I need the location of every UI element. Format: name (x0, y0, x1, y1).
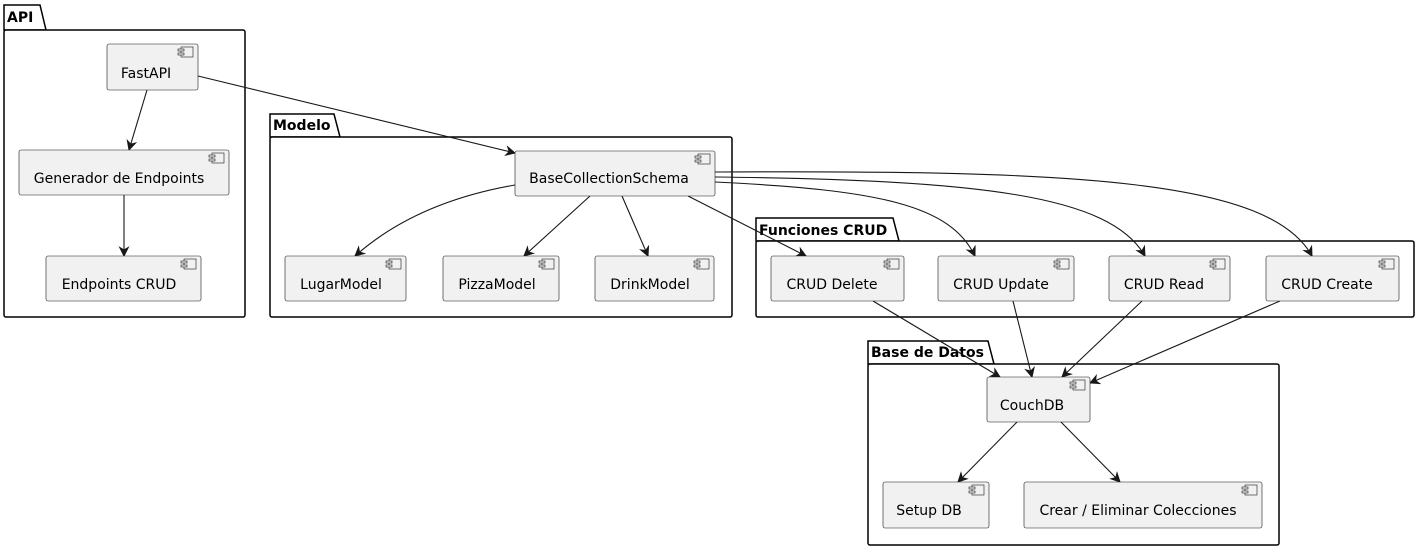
component-icon (385, 258, 402, 270)
component-basecollectionschema: BaseCollectionSchema (514, 150, 716, 197)
component-fastapi: FastAPI (106, 43, 199, 91)
component-icon (1241, 484, 1258, 496)
component-icon (1378, 258, 1395, 270)
edge-baseschema-crudcreate (714, 171, 1313, 257)
component-icon (1069, 379, 1086, 391)
edge-couchdb-crearcolecciones (1059, 420, 1121, 483)
component-couchdb: CouchDB (986, 376, 1091, 423)
component-crud-update: CRUD Update (937, 255, 1075, 302)
package-label-api: API (7, 10, 33, 26)
edge-couchdb-setupdb (957, 420, 1019, 483)
package-funciones-crud: Funciones CRUD (755, 217, 1415, 318)
component-icon (177, 46, 194, 58)
component-icon (694, 153, 711, 165)
component-label-crud-read: CRUD Read (1124, 277, 1204, 293)
package-label-crud: Funciones CRUD (759, 223, 887, 239)
component-setup-db: Setup DB (882, 481, 990, 529)
package-label-db: Base de Datos (871, 345, 984, 361)
edge-baseschema-cruddelete (687, 195, 807, 257)
component-label-pizza: PizzaModel (458, 277, 535, 293)
component-label-crud-delete: CRUD Delete (787, 277, 878, 293)
component-label-endpoints-crud: Endpoints CRUD (62, 277, 177, 293)
component-label-crud-update: CRUD Update (953, 277, 1049, 293)
edge-baseschema-crudupdate (714, 181, 976, 257)
component-label-drink: DrinkModel (610, 277, 689, 293)
component-crud-create: CRUD Create (1265, 255, 1400, 302)
component-icon (693, 258, 710, 270)
edge-baseschema-crudread (714, 176, 1146, 257)
component-icon (180, 258, 197, 270)
edge-fastapi-generador (126, 89, 148, 152)
package-label-modelo: Modelo (273, 118, 331, 134)
component-label-crear-eliminar: Crear / Eliminar Colecciones (1039, 503, 1236, 519)
component-label-crud-create: CRUD Create (1281, 277, 1373, 293)
component-label-setup-db: Setup DB (896, 503, 962, 519)
component-endpoints-crud: Endpoints CRUD (45, 255, 202, 302)
edge-crudread-couchdb (1061, 300, 1143, 378)
component-crear-eliminar-colecciones: Crear / Eliminar Colecciones (1023, 481, 1263, 529)
component-icon (968, 484, 985, 496)
component-pizzamodel: PizzaModel (442, 255, 560, 302)
component-label-generador: Generador de Endpoints (34, 171, 205, 187)
edge-cruddelete-couchdb (872, 300, 1001, 378)
component-icon (208, 152, 225, 164)
edge-baseschema-lugar (354, 184, 516, 257)
edge-crudupdate-couchdb (1012, 300, 1035, 379)
component-generador-de-endpoints: Generador de Endpoints (18, 149, 230, 196)
component-lugarmodel: LugarModel (284, 255, 407, 302)
component-label-base-schema: BaseCollectionSchema (529, 171, 689, 187)
edges-layer (118, 75, 1313, 483)
component-label-couchdb: CouchDB (1000, 398, 1064, 414)
component-icon (1209, 258, 1226, 270)
component-icon (538, 258, 555, 270)
component-icon (1053, 258, 1070, 270)
edge-baseschema-pizza (523, 195, 591, 257)
edge-crudcreate-couchdb (1088, 300, 1281, 385)
component-crud-delete: CRUD Delete (770, 255, 905, 302)
component-crud-read: CRUD Read (1108, 255, 1231, 302)
component-icon (883, 258, 900, 270)
edge-fastapi-baseschema (197, 75, 517, 157)
component-label-fastapi: FastAPI (121, 66, 171, 82)
component-label-lugar: LugarModel (300, 277, 382, 293)
component-drinkmodel: DrinkModel (594, 255, 715, 302)
edge-baseschema-drink (621, 195, 650, 258)
